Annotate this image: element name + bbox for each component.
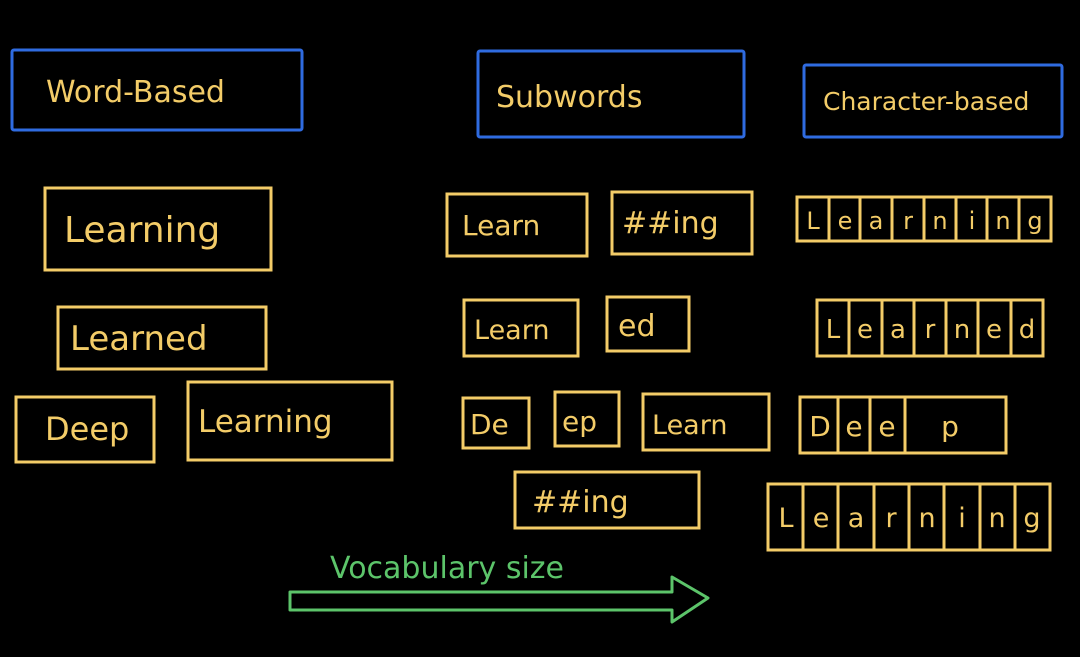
char-row-deep-learning: L e a r n i n g [766,482,1052,552]
char-cell: i [958,503,966,534]
vocabulary-size-arrow: Vocabulary size [288,551,710,624]
subword-box-ed [605,295,691,353]
token-learning: Learning [64,210,220,251]
header-word-based: Word-Based [10,48,304,132]
char-row-deep: D e e p [798,395,1008,455]
char-cell: n [918,503,935,534]
char-cell: L [778,503,793,534]
subword-learn-2: Learn [474,315,549,346]
char-cell: n [932,207,947,235]
header-subwords: Subwords [476,49,746,139]
char-cell: n [988,503,1005,534]
char-cell: g [1027,207,1042,235]
char-cell: e [838,207,853,235]
token-deep: Deep [45,410,129,448]
char-cell: L [806,207,820,235]
char-cell: r [903,207,913,235]
char-cell: a [890,315,906,345]
header-subwords-label: Subwords [496,80,642,115]
subword-learn-3: Learn [652,410,727,441]
char-cell: g [1023,503,1040,534]
char-row-deep-box [798,395,1008,455]
subword-ing-1: ##ing [622,206,719,241]
char-cell: e [813,503,830,534]
subword-box-learn-3 [641,392,771,452]
char-row-learned: L e a r n e d [815,298,1045,358]
char-row-learning: L e a r n i n g [795,195,1053,243]
char-cell: p [941,410,959,443]
token-box-learning [43,186,273,272]
header-word-based-box [10,48,304,132]
token-box-deep [14,395,156,464]
char-cell: i [969,207,976,235]
right-arrow-icon [288,575,710,624]
char-cell: e [986,315,1002,345]
char-cell: a [869,207,884,235]
char-cell: a [848,503,865,534]
char-cell: e [857,315,873,345]
header-character-based: Character-based [802,63,1064,139]
character-based-column: L e a r n i n g L e a r n e d [766,195,1053,552]
subwords-column: Learn ##ing Learn ed De ep Learn ##ing [445,190,771,530]
header-character-based-box [802,63,1064,139]
subword-ing-2: ##ing [532,485,629,520]
char-cell: e [878,410,895,443]
char-cell: r [925,315,936,345]
char-cell: L [826,315,841,345]
subword-box-learn-2 [462,298,580,358]
header-word-based-label: Word-Based [46,75,225,110]
vocabulary-size-label: Vocabulary size [330,551,564,586]
char-row-learned-box [815,298,1045,358]
char-cell: D [809,410,831,443]
char-cell: d [1019,315,1036,345]
subword-box-ing-1 [610,190,754,256]
char-cell: r [885,503,897,534]
token-learned: Learned [70,319,208,359]
header-subwords-box [476,49,746,139]
subword-learn-1: Learn [462,209,540,242]
char-cell: n [995,207,1010,235]
token-deep-learning: Learning [198,404,333,440]
word-based-column: Learning Learned Deep Learning [14,186,394,464]
subword-box-ep [553,390,621,448]
subword-ed: ed [618,309,656,344]
subword-box-learn-1 [445,192,589,258]
header-character-based-label: Character-based [823,87,1029,116]
char-cell: n [954,315,970,345]
char-cell: e [845,410,862,443]
subword-box-de [461,396,531,450]
subword-box-ing-2 [513,470,701,530]
subword-de: De [470,408,509,441]
token-box-learned [56,305,268,371]
token-box-deep-learning [186,380,394,462]
subword-ep: ep [562,405,597,438]
